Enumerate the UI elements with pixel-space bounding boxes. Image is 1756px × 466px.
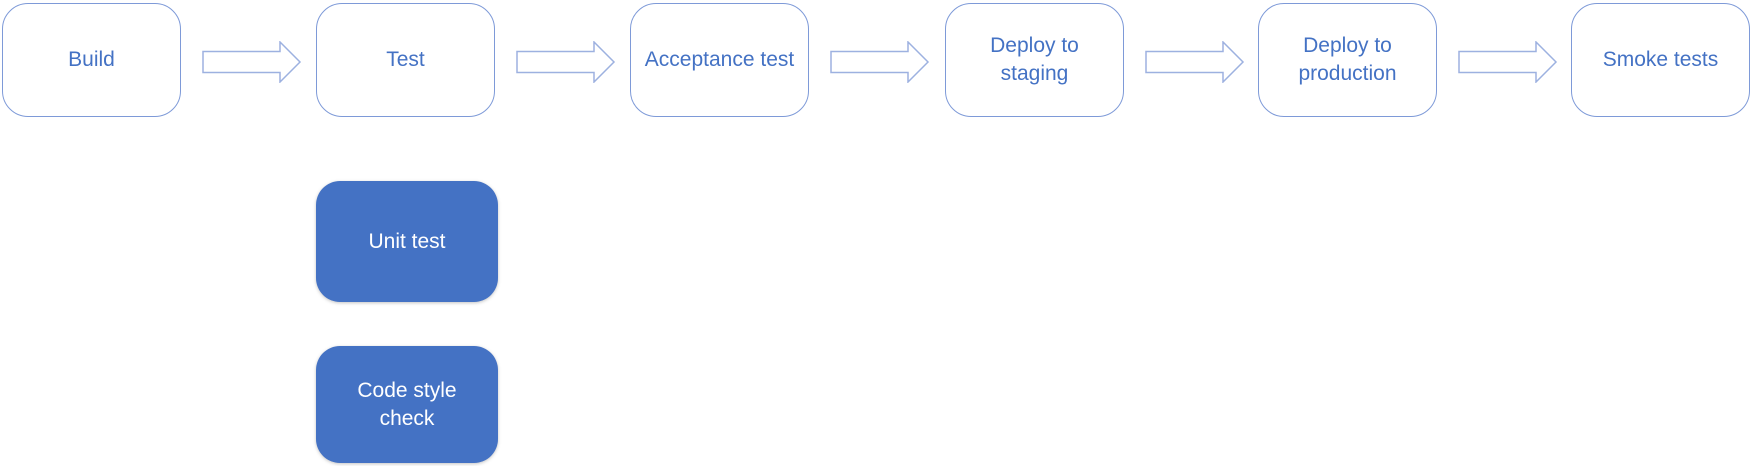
- sub-step-label: Unit test: [368, 229, 446, 253]
- step-label: Test: [386, 48, 425, 71]
- arrow-right-icon: [830, 40, 930, 84]
- step-box-smoke-tests: Smoke tests: [1571, 3, 1750, 117]
- step-box-deploy-to-staging: Deploy to staging: [945, 3, 1124, 117]
- step-box-deploy-to-production: Deploy to production: [1258, 3, 1437, 117]
- sub-step-box-unit-test: Unit test: [316, 181, 498, 302]
- step-label: Build: [68, 48, 115, 71]
- sub-step-box-code-style-check: Code style check: [316, 346, 498, 463]
- step-box-build: Build: [2, 3, 181, 117]
- step-label: Acceptance test: [644, 48, 795, 71]
- arrow-right-icon: [1458, 40, 1558, 84]
- step-label: Deploy to staging: [990, 34, 1079, 85]
- step-label: Deploy to production: [1298, 34, 1397, 85]
- step-box-acceptance-test: Acceptance test: [630, 3, 809, 117]
- step-box-test: Test: [316, 3, 495, 117]
- sub-step-label: Code style check: [357, 378, 457, 430]
- arrow-right-icon: [1145, 40, 1245, 84]
- step-label: Smoke tests: [1602, 48, 1719, 71]
- arrow-right-icon: [516, 40, 616, 84]
- arrow-right-icon: [202, 40, 302, 84]
